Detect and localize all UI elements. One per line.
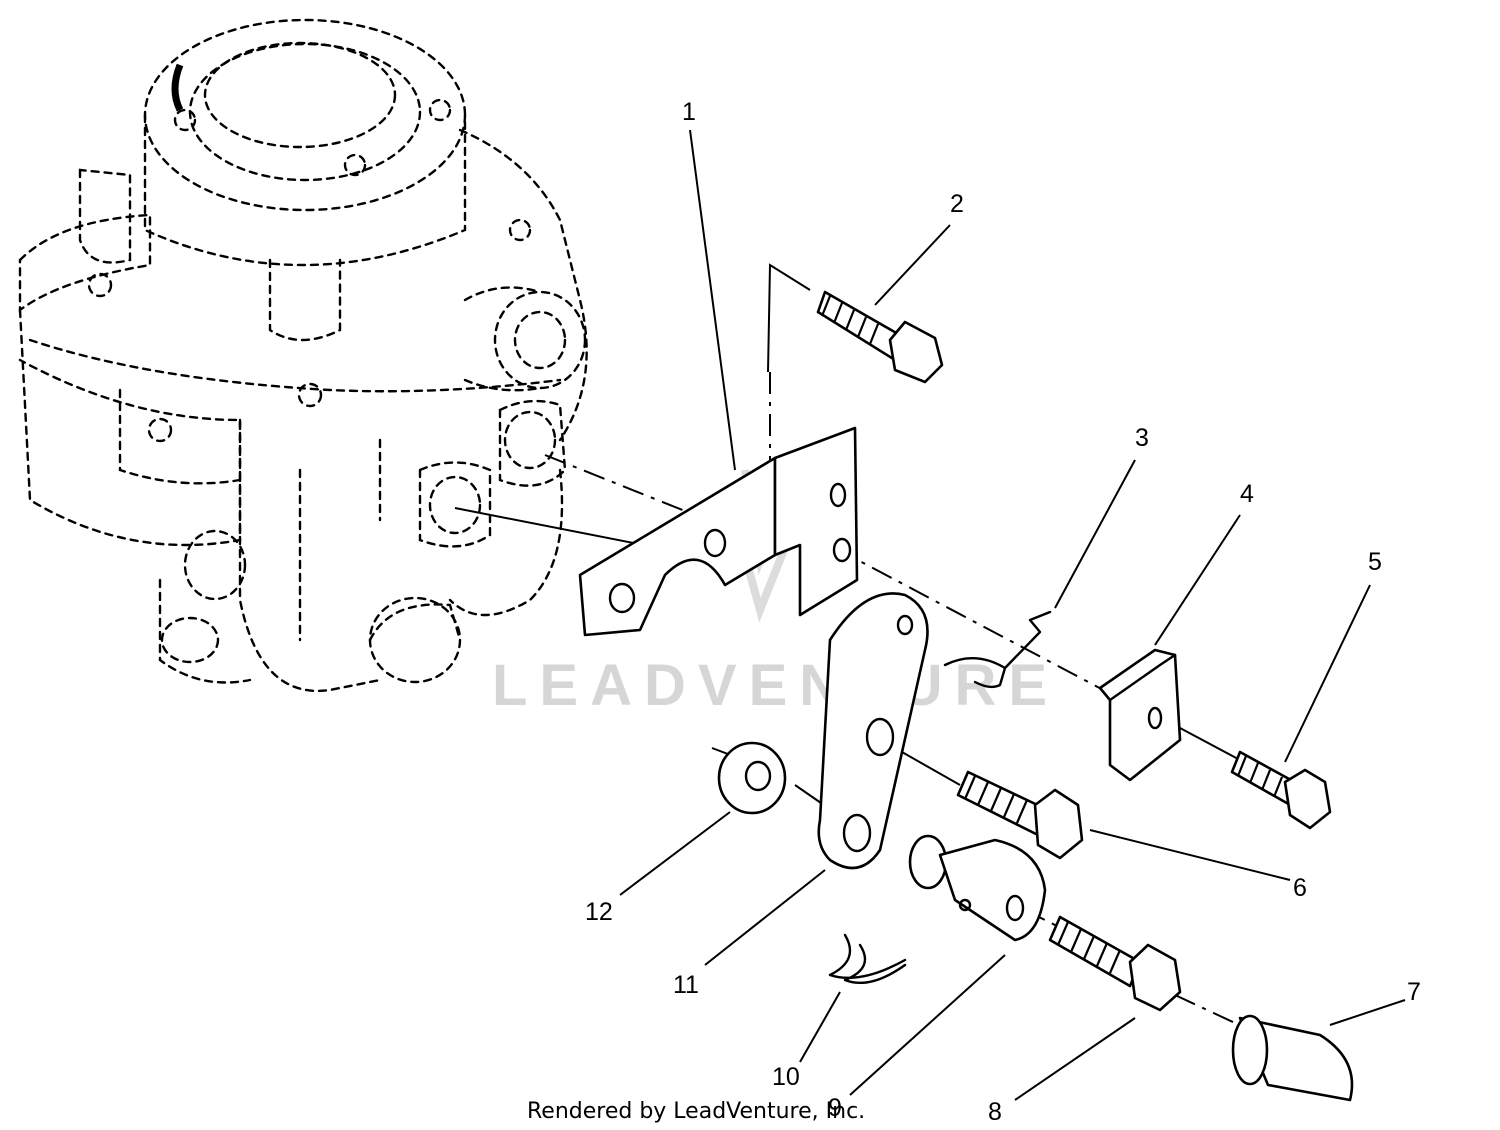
callout-8: 8	[988, 1098, 1002, 1126]
hex-screw-icon	[816, 290, 944, 384]
watermark: LEADVENTURE	[492, 469, 1059, 718]
callout-11: 11	[673, 971, 699, 999]
callout-labels: 1 2 3 4 5 6 7 8 9 10 11 12	[585, 98, 1421, 1126]
hex-screw-icon	[1048, 915, 1182, 1012]
callout-10: 10	[772, 1063, 800, 1091]
callout-12: 12	[585, 898, 613, 926]
throttle-link-plate-icon	[817, 592, 929, 870]
hex-screw-icon	[1230, 750, 1332, 830]
swivel-stop-icon	[908, 834, 1047, 942]
callout-6: 6	[1293, 874, 1307, 902]
flat-washer-icon	[717, 741, 787, 815]
callout-1: 1	[682, 98, 696, 126]
render-credit: Rendered by LeadVenture, Inc.	[527, 1099, 865, 1124]
cable-clamp-icon	[1098, 648, 1182, 782]
callout-5: 5	[1368, 548, 1382, 576]
watermark-text: LEADVENTURE	[492, 653, 1059, 718]
carburetor-ghost-icon	[18, 18, 588, 693]
end-cap-icon	[1231, 1014, 1354, 1102]
hairpin-clip-icon	[828, 933, 907, 984]
callout-3: 3	[1135, 424, 1149, 452]
callout-9: 9	[828, 1094, 842, 1122]
mounting-bracket-icon	[578, 426, 859, 637]
callout-2: 2	[950, 190, 964, 218]
callout-4: 4	[1240, 480, 1254, 508]
callout-leaders	[619, 129, 1406, 1101]
hex-screw-icon	[956, 770, 1084, 860]
wire-spring-icon	[943, 610, 1052, 689]
callout-7: 7	[1407, 978, 1421, 1006]
